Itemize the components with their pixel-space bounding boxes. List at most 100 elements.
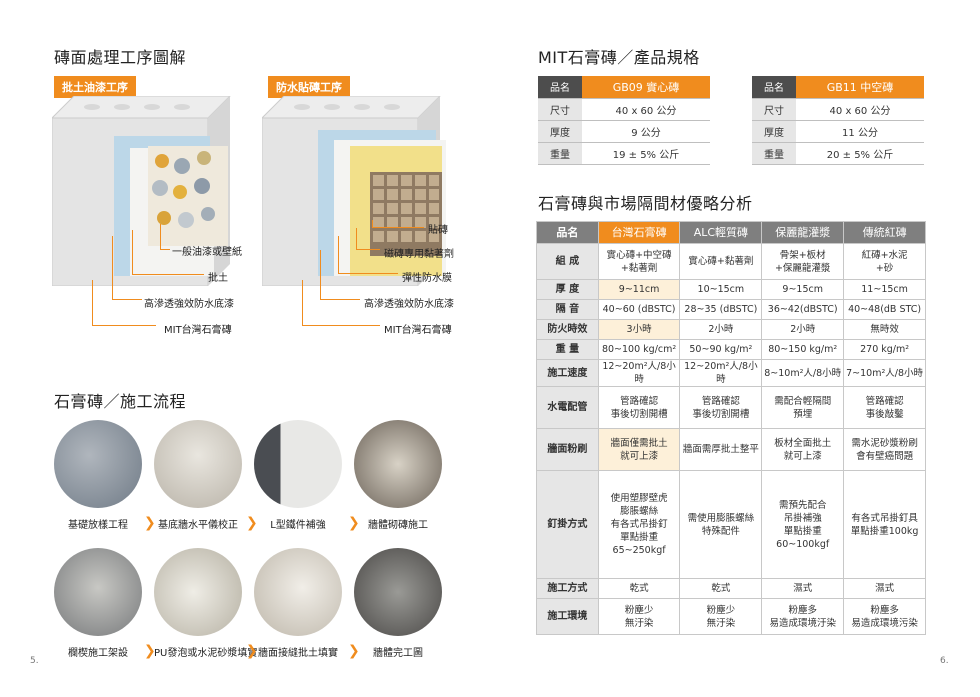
compare-cell: 80~100 kg/cm² xyxy=(597,339,681,360)
compare-row-label: 施工方式 xyxy=(536,578,599,599)
compare-cell: 需配合輕隔間 預埋 xyxy=(761,386,845,429)
compare-cell: 12~20m²人/8小時 xyxy=(597,359,681,387)
compare-cell: 3小時 xyxy=(597,319,681,340)
arrow-icon: ❯ xyxy=(246,643,258,659)
spec-section-title: MIT石膏磚／產品規格 xyxy=(538,48,700,67)
spec-key: 品名 xyxy=(538,76,582,99)
tile-wall-diagram xyxy=(262,96,446,286)
compare-row-label: 施工速度 xyxy=(536,359,599,387)
step-3-photo xyxy=(254,420,342,508)
spec-key: 尺寸 xyxy=(538,98,582,121)
compare-cell: 9~15cm xyxy=(761,279,845,300)
spec-value: GB11 中空磚 xyxy=(796,76,924,99)
spec-value: 9 公分 xyxy=(582,120,710,143)
compare-cell: 40~60 (dBSTC) xyxy=(597,299,681,320)
compare-section-title: 石膏磚與市場隔間材優略分析 xyxy=(538,194,753,213)
arrow-icon: ❯ xyxy=(246,515,258,531)
step-3-caption: L型鐵件補強 xyxy=(270,520,326,531)
diagram-section-title: 磚面處理工序圖解 xyxy=(54,48,187,67)
spec-key: 厚度 xyxy=(752,120,796,143)
arrow-icon: ❯ xyxy=(144,643,156,659)
compare-cell: 12~20m²人/8小時 xyxy=(679,359,763,387)
step-8: 牆體完工圖 xyxy=(354,548,442,659)
step-7-caption: 牆面接縫批土填實 xyxy=(258,648,338,659)
compare-row-label: 牆面粉刷 xyxy=(536,428,599,471)
compare-cell: 270 kg/m² xyxy=(843,339,926,360)
tile-layer-5: MIT台灣石膏磚 xyxy=(384,325,452,336)
step-7: 牆面接縫批土填實 xyxy=(254,548,342,659)
compare-cell: 實心磚+中空磚 +黏著劑 xyxy=(597,243,681,280)
compare-row-label: 水電配管 xyxy=(536,386,599,429)
compare-header: 保麗龍灌漿 xyxy=(761,221,845,244)
spec-key: 重量 xyxy=(752,142,796,165)
arrow-icon: ❯ xyxy=(144,515,156,531)
compare-row-label: 防火時效 xyxy=(536,319,599,340)
compare-cell: 牆面需厚批土整平 xyxy=(679,428,763,471)
step-1: 基礎放樣工程 xyxy=(54,420,142,531)
compare-cell: 管路確認 事後切割開槽 xyxy=(679,386,763,429)
paint-layer-4: MIT台灣石膏磚 xyxy=(164,325,232,336)
step-2-photo xyxy=(154,420,242,508)
step-8-photo xyxy=(354,548,442,636)
compare-cell: 濕式 xyxy=(843,578,926,599)
compare-header: ALC輕質磚 xyxy=(679,221,763,244)
compare-cell: 28~35 (dBSTC) xyxy=(679,299,763,320)
step-2-caption: 基底牆水平儀校正 xyxy=(158,520,238,531)
compare-cell: 40~48(dB STC) xyxy=(843,299,926,320)
compare-cell: 管路確認 事後敲鑿 xyxy=(843,386,926,429)
paint-process-label: 批土油漆工序 xyxy=(54,76,136,98)
tile-layer-1: 貼磚 xyxy=(428,225,448,236)
compare-cell: 紅磚+水泥 +砂 xyxy=(843,243,926,280)
compare-row: 牆面粉刷牆面僅需批土 就可上漆牆面需厚批土整平板材全面批土 就可上漆需水泥砂漿粉… xyxy=(536,428,926,471)
compare-cell: 牆面僅需批土 就可上漆 xyxy=(597,428,681,471)
spec-value: GB09 實心磚 xyxy=(582,76,710,99)
compare-row: 施工方式乾式乾式濕式濕式 xyxy=(536,578,926,599)
compare-cell: 濕式 xyxy=(761,578,845,599)
compare-cell: 需水泥砂漿粉刷 會有壁癌問題 xyxy=(843,428,926,471)
arrow-icon: ❯ xyxy=(348,643,360,659)
step-2: 基底牆水平儀校正 xyxy=(154,420,242,531)
spec-value: 20 ± 5% 公斤 xyxy=(796,142,924,165)
compare-cell: 管路確認 事後切割開槽 xyxy=(597,386,681,429)
compare-cell: 2小時 xyxy=(679,319,763,340)
compare-cell: 2小時 xyxy=(761,319,845,340)
compare-cell: 10~15cm xyxy=(679,279,763,300)
compare-row-label: 組 成 xyxy=(536,243,599,280)
compare-cell: 使用塑膠壁虎 膨脹螺絲 有各式吊掛釘 單點掛重 65~250kgf xyxy=(597,470,681,579)
comparison-table: 品名 台灣石膏磚 ALC輕質磚 保麗龍灌漿 傳統紅磚 組 成實心磚+中空磚 +黏… xyxy=(536,221,926,635)
spec-key: 厚度 xyxy=(538,120,582,143)
compare-cell: 9~11cm xyxy=(597,279,681,300)
tile-process-label: 防水貼磚工序 xyxy=(268,76,350,98)
step-4-photo xyxy=(354,420,442,508)
step-6-photo xyxy=(154,548,242,636)
compare-cell: 粉塵少 無汙染 xyxy=(597,598,681,635)
paint-layer-3: 高滲透強效防水底漆 xyxy=(144,299,234,310)
compare-row: 水電配管管路確認 事後切割開槽管路確認 事後切割開槽需配合輕隔間 預埋管路確認 … xyxy=(536,386,926,429)
compare-header: 傳統紅磚 xyxy=(843,221,926,244)
step-5-caption: 欄楔施工架設 xyxy=(68,648,128,659)
compare-cell: 80~150 kg/m² xyxy=(761,339,845,360)
compare-row-label: 重 量 xyxy=(536,339,599,360)
step-7-photo xyxy=(254,548,342,636)
step-5-photo xyxy=(54,548,142,636)
compare-cell: 36~42(dBSTC) xyxy=(761,299,845,320)
compare-cell: 無時效 xyxy=(843,319,926,340)
step-6: PU發泡或水泥砂漿填實 xyxy=(154,548,257,659)
compare-cell: 11~15cm xyxy=(843,279,926,300)
spec-key: 尺寸 xyxy=(752,98,796,121)
paint-layer-2: 批土 xyxy=(208,273,228,284)
compare-cell: 8~10m²人/8小時 xyxy=(761,359,845,387)
compare-cell: 乾式 xyxy=(597,578,681,599)
compare-cell: 粉塵多 易造成環境污染 xyxy=(843,598,926,635)
compare-cell: 實心磚+黏著劑 xyxy=(679,243,763,280)
compare-row: 組 成實心磚+中空磚 +黏著劑實心磚+黏著劑骨架+板材 +保麗龍灌漿紅磚+水泥 … xyxy=(536,243,926,280)
arrow-icon: ❯ xyxy=(348,515,360,531)
compare-cell: 乾式 xyxy=(679,578,763,599)
compare-row-label: 隔 音 xyxy=(536,299,599,320)
tile-layer-4: 高滲透強效防水底漆 xyxy=(364,299,454,310)
compare-row-label: 釘掛方式 xyxy=(536,470,599,579)
